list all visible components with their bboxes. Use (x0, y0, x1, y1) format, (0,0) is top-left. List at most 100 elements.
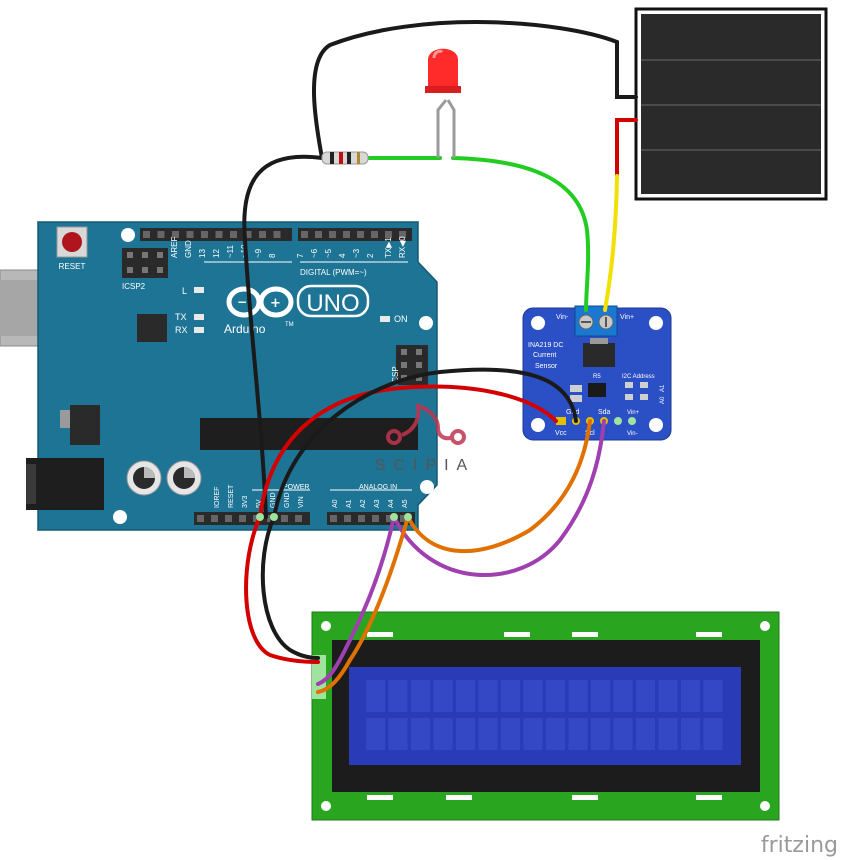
digital-pin-hole (201, 231, 208, 238)
wire-red-5v-sensor (258, 384, 558, 519)
lcd-char-cell (703, 718, 723, 750)
digital-pin-label-6: 7 (296, 253, 305, 258)
digital-pin-hole (143, 231, 150, 238)
analog-pin-hole (400, 515, 407, 522)
power-pin-label-2: 3V3 (242, 495, 249, 508)
tx-label: TX (175, 312, 187, 322)
lcd-char-cell (568, 718, 588, 750)
wire-yellow (603, 174, 619, 312)
svg-text:−: − (237, 295, 247, 309)
lcd-char-cell (433, 680, 453, 712)
power-pin-hole (281, 515, 288, 522)
lcd-char-cell (433, 718, 453, 750)
fritzing-brand: fritzing (761, 833, 838, 858)
dc-power-jack (26, 458, 104, 510)
digital-pin-hole (371, 231, 378, 238)
lcd-char-cell (366, 680, 385, 712)
power-pin-hole (211, 515, 218, 522)
wire-orange-sensor (406, 419, 592, 554)
sensor-title-2: Current (533, 352, 556, 359)
digital-pin-hole (399, 231, 406, 238)
on-label: ON (394, 314, 408, 324)
tx-led (194, 314, 204, 320)
analog-pin-hole (344, 515, 351, 522)
board-body (37, 221, 438, 531)
lcd-char-cell (478, 680, 498, 712)
sensor-pin-vinp (614, 417, 622, 425)
digital-pin-hole (186, 231, 194, 238)
lcd-char-cell (658, 680, 678, 712)
lcd-char-cell (568, 680, 588, 712)
arduino-brand-label: Arduino (224, 322, 266, 336)
digital-pin-hole (273, 231, 281, 238)
lcd-16x2 (311, 611, 780, 821)
usb-chip (137, 314, 167, 342)
digital-pin-label-4: ~9 (254, 248, 263, 258)
digital-pin-hole (343, 231, 350, 238)
icsp-label: ICSP (391, 366, 400, 385)
lcd-char-cell (388, 718, 408, 750)
analog-pin-label-0: A0 (332, 499, 339, 508)
r5-label: R5 (593, 374, 601, 380)
digital-pin-label-7: ~6 (310, 248, 319, 258)
vin-minus-bottom-label: Vin- (627, 431, 638, 437)
lcd-char-cell (613, 680, 633, 712)
digital-pin-hole (259, 231, 266, 238)
digital-pin-hole (301, 231, 308, 238)
sensor-title-3: Sensor (535, 363, 558, 370)
digital-pin-hole (244, 231, 252, 238)
digital-pin-label-13: RX◀0 (398, 236, 407, 258)
digital-header-right (298, 228, 412, 241)
digital-pin-hole (385, 231, 392, 238)
wire-orange-lcd (316, 515, 410, 694)
lcd-char-cell (456, 680, 475, 712)
lcd-char-cell (411, 718, 430, 750)
ina219-chip (588, 383, 606, 397)
lcd-char-cell (636, 680, 655, 712)
lcd-char-cell (681, 718, 700, 750)
wire-red-lcd (244, 515, 320, 664)
digital-pin-label-5: 8 (268, 253, 277, 258)
aref-label: AREF (170, 237, 179, 258)
digital-label: DIGITAL (PWM=~) (300, 268, 367, 277)
arduino-pin-dots (256, 513, 412, 521)
lcd-char-cell (636, 718, 655, 750)
lcd-char-cell (456, 718, 475, 750)
power-pin-label-3: 5V (256, 499, 263, 508)
lcd-char-cell (501, 680, 520, 712)
reset-label: RESET (59, 262, 86, 271)
lcd-char-cell (388, 680, 408, 712)
power-pin-label-5: GND (284, 492, 291, 508)
red-led (425, 48, 461, 158)
lcd-char-cell (613, 718, 633, 750)
on-led (380, 316, 390, 322)
svg-text:+: + (270, 296, 281, 311)
analog-pin-label-4: A4 (388, 499, 395, 508)
power-pin-label-4: GND (270, 492, 277, 508)
power-pin-hole (225, 515, 232, 522)
sensor-pin-vinm (628, 417, 636, 425)
uno-badge (296, 284, 370, 318)
power-pin-label-6: VIN (298, 496, 305, 508)
arduino-logo (226, 286, 294, 318)
rx-led (194, 327, 204, 333)
wire-black-gnd-sensor (272, 367, 578, 519)
a0-label: A0 (660, 396, 666, 404)
digital-pin-hole (230, 231, 237, 238)
power-pin-label-0: IOREF (214, 487, 221, 508)
digital-pin-hole (329, 231, 336, 238)
watermark-text: SCIPIA (375, 457, 475, 474)
analog-pin-hole (358, 515, 365, 522)
digital-pin-hole (157, 231, 165, 238)
power-pin-label-1: RESET (228, 484, 235, 508)
power-pin-hole (239, 515, 246, 522)
lcd-char-cell (658, 718, 678, 750)
sensor-title-1: INA219 DC (528, 342, 563, 349)
a1-label: A1 (660, 384, 666, 392)
capacitors (126, 460, 202, 496)
analog-pin-label-5: A5 (402, 499, 409, 508)
digital-pin-hole (315, 231, 322, 238)
shunt-resistor (583, 343, 615, 367)
